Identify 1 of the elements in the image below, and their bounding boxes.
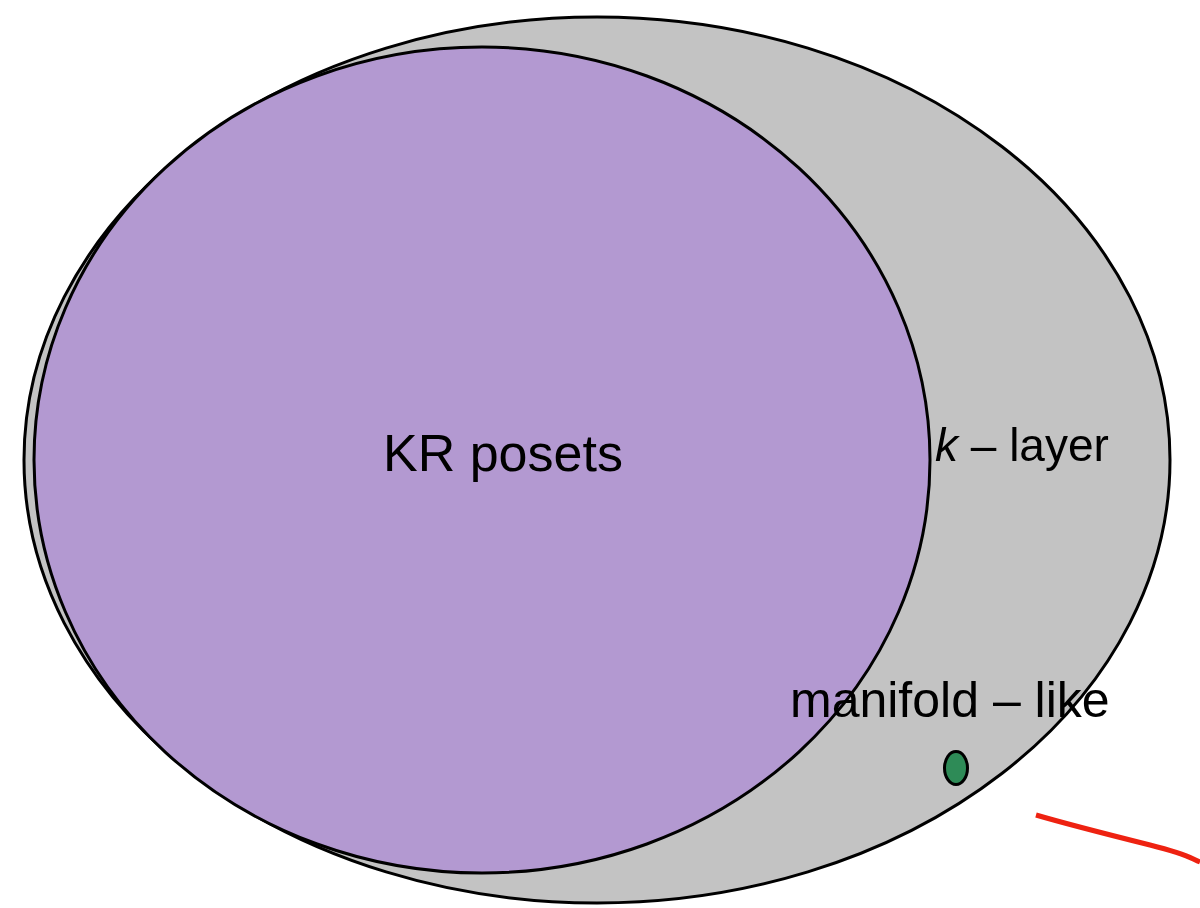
outer-ellipse (22, 15, 1172, 905)
